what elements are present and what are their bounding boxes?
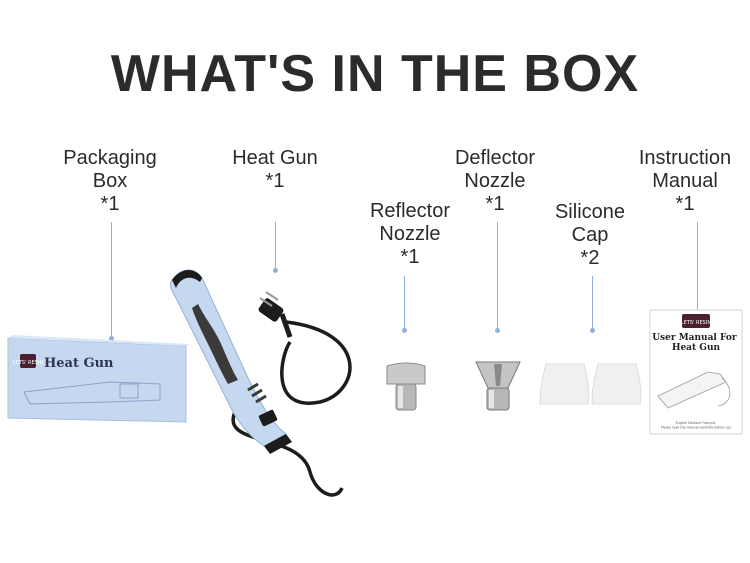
page-title: WHAT'S IN THE BOX (110, 45, 640, 103)
label-packaging-box: Packaging Box *1 (40, 147, 180, 216)
leader-line-packaging-box (109, 222, 114, 341)
manual-footer-line: Please read the manual carefully before … (661, 426, 731, 430)
heat-gun-image (169, 269, 352, 497)
label-instruction-manual: Instruction Manual *1 (620, 147, 750, 216)
power-plug (258, 298, 284, 322)
manual-footer-line: English Deutsch Français (676, 421, 716, 425)
item-name: Deflector Nozzle (454, 147, 536, 192)
reflector-nozzle-image (386, 362, 426, 411)
leader-line-silicone-cap (590, 276, 595, 333)
item-name: Packaging Box (63, 147, 157, 192)
leader-line-heat-gun (273, 222, 278, 273)
power-switch (258, 409, 278, 427)
leader-line-deflector-nozzle (495, 222, 500, 333)
item-qty: *1 (400, 246, 420, 268)
label-silicone-cap: Silicone Cap *2 (530, 201, 650, 270)
item-name: Reflector Nozzle (369, 200, 451, 245)
item-qty: *1 (100, 193, 120, 215)
leader-line-reflector-nozzle (402, 276, 407, 333)
box-brand: LETS' RESIN (13, 360, 43, 366)
item-qty: *2 (580, 247, 600, 269)
manual-title-line: Heat Gun (672, 343, 721, 353)
leader-line-instruction-manual (695, 222, 700, 323)
item-name: Silicone Cap (554, 201, 626, 246)
item-qty: *1 (675, 193, 695, 215)
brand-logo-icon (682, 314, 710, 328)
manual-footer: English Deutsch Français Please read the… (661, 421, 731, 430)
deflector-nozzle-image (475, 361, 521, 411)
label-deflector-nozzle: Deflector Nozzle *1 (430, 147, 560, 216)
instruction-manual-image: LETS' RESIN User Manual For Heat Gun Eng… (649, 309, 743, 435)
item-qty: *1 (485, 193, 505, 215)
manual-title: User Manual For Heat Gun (652, 333, 740, 353)
silicone-caps-image (539, 363, 642, 405)
item-name: Instruction Manual (638, 147, 732, 192)
label-reflector-nozzle: Reflector Nozzle *1 (345, 200, 475, 269)
brand-logo-icon (20, 354, 36, 368)
label-heat-gun: Heat Gun *1 (210, 147, 340, 193)
manual-brand: LETS' RESIN (681, 320, 711, 326)
box-product-name: Heat Gun (44, 356, 114, 371)
packaging-box-image: LETS' RESIN Heat Gun (7, 335, 190, 423)
item-qty: *1 (265, 170, 285, 192)
item-name: Heat Gun (232, 147, 318, 169)
manual-title-line: User Manual For (652, 333, 737, 343)
